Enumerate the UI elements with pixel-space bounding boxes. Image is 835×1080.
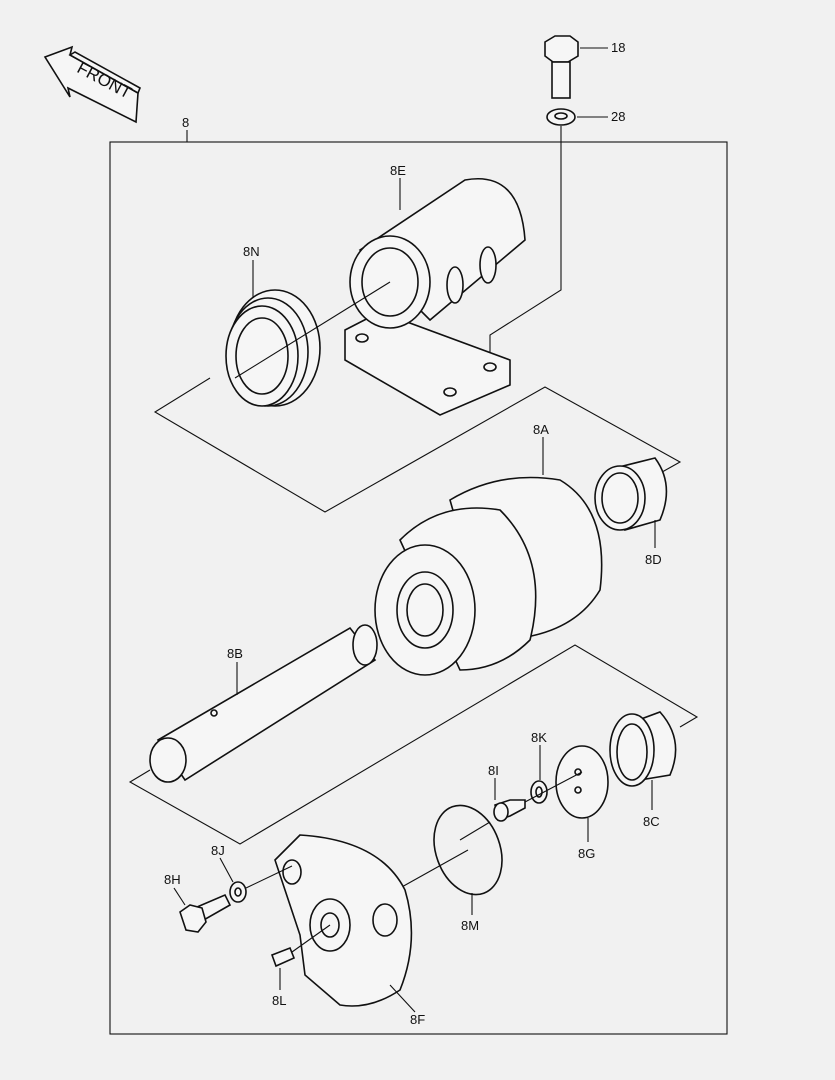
callout-28: 28	[611, 109, 625, 124]
callout-8L: 8L	[272, 993, 286, 1008]
callout-8F: 8F	[410, 1012, 425, 1027]
assembly-label: 8	[182, 115, 189, 130]
part-8C-bushing[interactable]	[609, 711, 677, 787]
assembly-frame	[109, 141, 728, 1035]
part-8I-bolt[interactable]	[493, 799, 526, 822]
part-8H-bolt[interactable]	[179, 893, 232, 933]
callout-8A: 8A	[533, 422, 549, 437]
callout-8H: 8H	[164, 872, 181, 887]
callout-8G: 8G	[578, 846, 595, 861]
part-8D-bushing[interactable]	[594, 457, 668, 532]
part-8F-cap[interactable]	[274, 834, 413, 1007]
part-8K-washer[interactable]	[530, 780, 548, 804]
callout-18: 18	[611, 40, 625, 55]
part-8G-plate[interactable]	[555, 745, 609, 819]
part-8N-seal[interactable]	[225, 289, 321, 407]
part-8A-roller[interactable]	[374, 476, 603, 676]
part-8E-bracket[interactable]	[344, 178, 526, 416]
callout-8B: 8B	[227, 646, 243, 661]
part-8L-setscrew[interactable]	[270, 946, 296, 968]
callout-8M: 8M	[461, 918, 479, 933]
callout-8I: 8I	[488, 763, 499, 778]
part-8M-oring[interactable]	[422, 796, 514, 904]
part-28-washer[interactable]	[546, 108, 576, 126]
callout-8C: 8C	[643, 814, 660, 829]
part-8J-washer[interactable]	[229, 881, 247, 903]
part-18-bolt[interactable]	[544, 35, 579, 99]
callout-8E: 8E	[390, 163, 406, 178]
callout-8J: 8J	[211, 843, 225, 858]
callout-8N: 8N	[243, 244, 260, 259]
callout-8K: 8K	[531, 730, 547, 745]
part-8B-shaft[interactable]	[149, 624, 378, 783]
front-arrow-icon: FRONT	[43, 45, 142, 124]
callout-8D: 8D	[645, 552, 662, 567]
